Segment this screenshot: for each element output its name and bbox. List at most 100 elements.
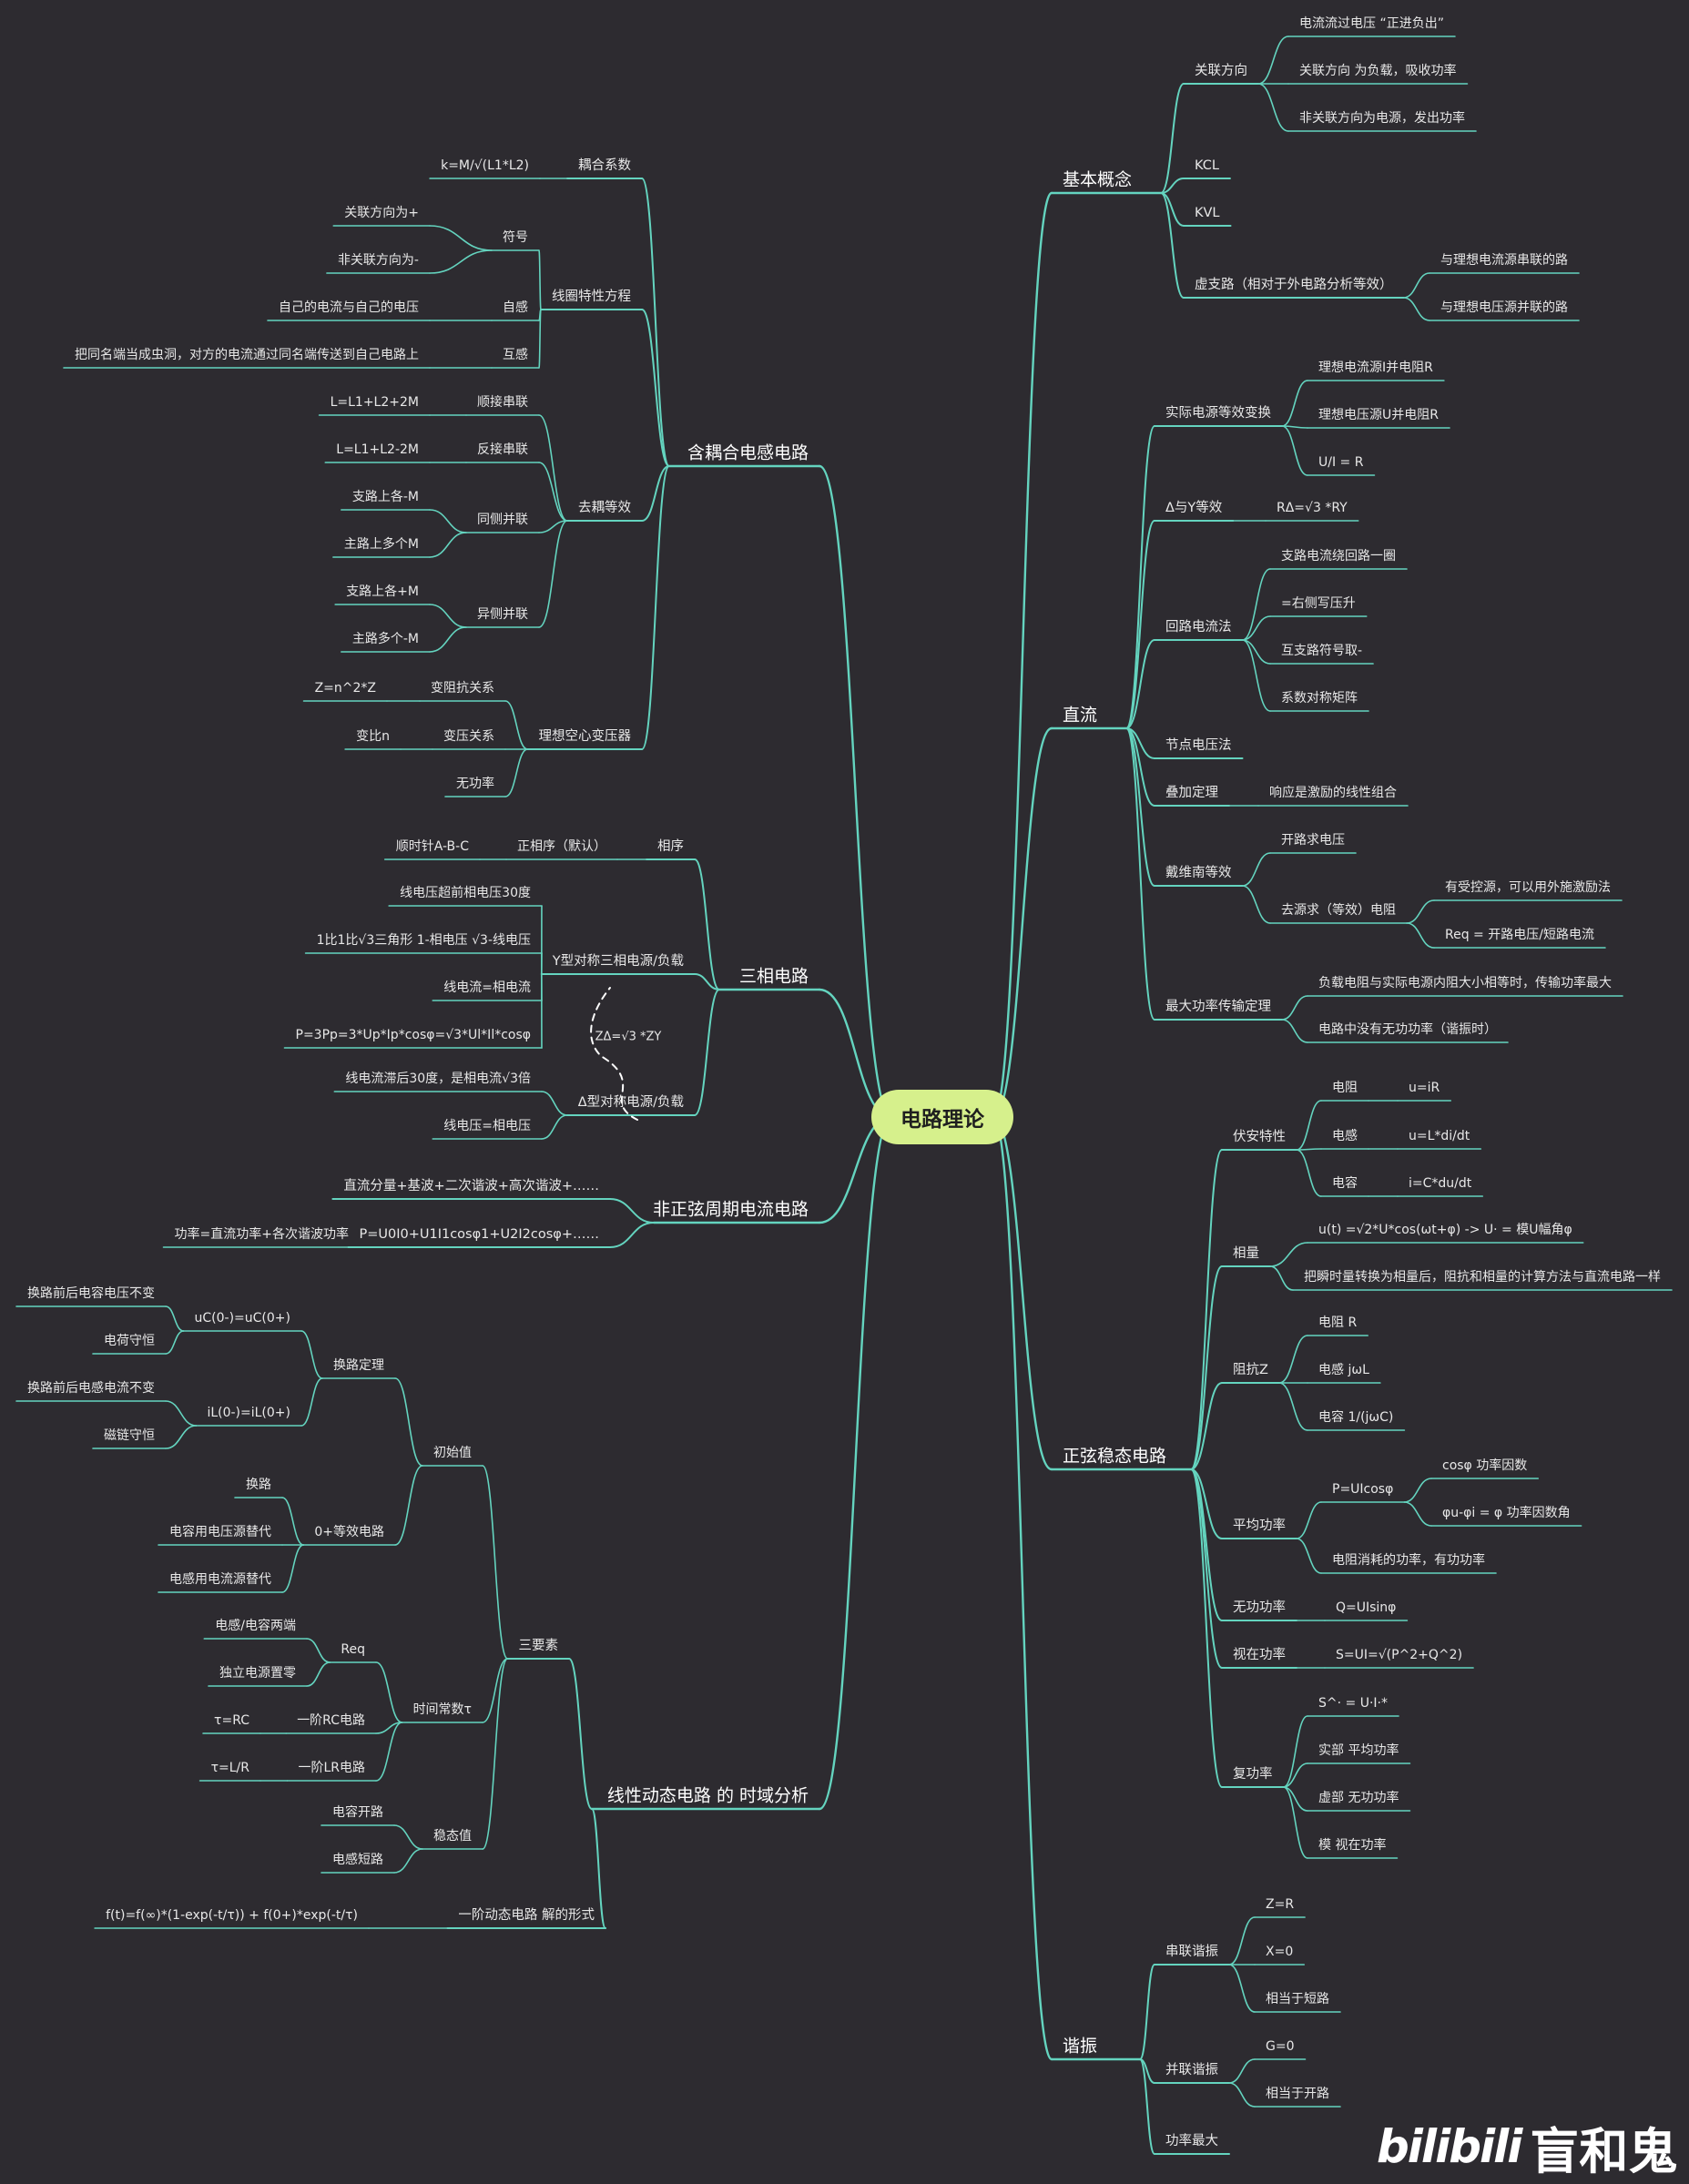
topic-cjk[interactable]: 关联方向 为负载，吸收功率 (1299, 64, 1457, 78)
topic-p-u0i0-u1i1cos-1-u2i2cos[interactable]: P=U0I0+U1I1cosφ1+U2I2cosφ+…… (359, 1226, 599, 1242)
topic-cjk[interactable]: 电路中没有无功功率（谐振时） (1318, 1022, 1497, 1037)
topic-p-3pp-3-up-ip-cos-3-ul-i[interactable]: P=3Pp=3*Up*Ip*cosφ=√3*Ul*Il*cosφ (295, 1028, 532, 1042)
topic-cjk[interactable]: 变阻抗关系 (431, 681, 494, 696)
topic-cjk[interactable]: 电容用电压源替代 (169, 1525, 271, 1539)
topic-cjk[interactable]: 相当于开路 (1266, 2087, 1329, 2101)
topic-cjk[interactable]: 自感 (503, 300, 528, 315)
topic-cjk[interactable]: 功率=直流功率+各次谐波功率 (174, 1227, 349, 1242)
topic-u-r[interactable]: 理想电压源U并电阻R (1318, 408, 1439, 422)
topic-cjk[interactable]: 自己的电流与自己的电压 (279, 300, 419, 315)
topic-cjk[interactable]: 顺接串联 (477, 395, 528, 410)
topic-s-u-i[interactable]: S^· = U·I·* (1318, 1696, 1388, 1711)
topic-1-1-3-1-3[interactable]: 1比1比√3三角形 1-相电压 √3-线电压 (316, 933, 531, 948)
topic-cjk[interactable]: 虚支路（相对于外电路分析等效） (1195, 277, 1393, 292)
topic-u-i[interactable]: φu-φi = φ 功率因数角 (1442, 1506, 1571, 1520)
branch-topic-cjk[interactable]: 线性动态电路 的 时域分析 (606, 1785, 809, 1806)
topic-cjk[interactable]: 耦合系数 (578, 157, 631, 173)
topic-cjk[interactable]: 电感短路 (332, 1853, 383, 1867)
topic-z-r[interactable]: Z=R (1266, 1897, 1295, 1912)
topic-cjk[interactable]: 换路前后电感电流不变 (27, 1381, 155, 1396)
topic-req[interactable]: Req = 开路电压/短路电流 (1445, 928, 1594, 942)
topic-j-l[interactable]: 电感 jωL (1318, 1363, 1369, 1377)
topic-cjk[interactable]: 稳态值 (433, 1829, 472, 1844)
topic-cjk[interactable]: 戴维南等效 (1165, 865, 1232, 880)
topic-il-0-il-0[interactable]: iL(0-)=iL(0+) (207, 1406, 290, 1420)
topic-k-m-l1-l2[interactable]: k=M/√(L1*L2) (441, 158, 529, 173)
topic-cjk[interactable]: 视在功率 (1233, 1647, 1286, 1662)
topic-y[interactable]: Δ与Y等效 (1165, 500, 1223, 515)
topic-cjk[interactable]: 支路电流绕回路一圈 (1281, 549, 1396, 564)
topic-cjk[interactable]: 一阶动态电路 解的形式 (458, 1907, 595, 1923)
topic-cjk[interactable]: 与理想电压源并联的路 (1440, 300, 1568, 315)
topic-y[interactable]: Y型对称三相电源/负载 (552, 953, 684, 969)
topic-cjk[interactable]: 关联方向为+ (344, 206, 419, 220)
topic-cjk[interactable]: 非关联方向为- (337, 253, 419, 268)
topic-i-c-du-dt[interactable]: i=C*du/dt (1409, 1176, 1472, 1191)
topic-cjk[interactable]: Δ型对称电源/负载 (577, 1094, 684, 1110)
topic-cjk[interactable]: 电荷守恒 (104, 1334, 155, 1348)
topic-cjk[interactable]: 换路前后电容电压不变 (27, 1286, 155, 1301)
topic-m[interactable]: 支路上各-M (351, 490, 419, 504)
root-topic[interactable]: 电路理论 (871, 1090, 1013, 1144)
topic-x-0[interactable]: X=0 (1266, 1945, 1294, 1959)
topic-cjk[interactable]: 时间常数τ (412, 1702, 472, 1717)
topic-cjk[interactable]: 无功功率 (1233, 1600, 1286, 1615)
topic-cjk[interactable]: 开路求电压 (1281, 833, 1345, 848)
topic-cjk[interactable]: 电阻 (1332, 1081, 1358, 1095)
topic-l-r[interactable]: τ=L/R (210, 1761, 249, 1775)
topic-cjk[interactable]: 模 视在功率 (1318, 1838, 1387, 1853)
topic-cjk[interactable]: 有受控源，可以用外施激励法 (1445, 880, 1611, 895)
topic-30[interactable]: 线电压超前相电压30度 (400, 886, 531, 900)
topic-cjk[interactable]: 平均功率 (1233, 1518, 1286, 1533)
topic-cjk[interactable]: 线电压=相电压 (443, 1119, 531, 1133)
topic-p-uicos[interactable]: P=UIcosφ (1332, 1482, 1394, 1497)
topic-cjk[interactable]: =右侧写压升 (1281, 596, 1356, 611)
topic-rc[interactable]: τ=RC (214, 1713, 249, 1728)
topic-l-l1-l2-2m[interactable]: L=L1+L2-2M (336, 442, 419, 457)
topic-f-t-f-1-exp-t-f-0-exp-t[interactable]: f(t)=f(∞)*(1-exp(-t/τ)) + f(0+)*exp(-t/τ… (106, 1908, 358, 1923)
branch-topic-cjk[interactable]: 直流 (1063, 705, 1098, 726)
topic-cjk[interactable]: 符号 (503, 230, 528, 245)
topic-cjk[interactable]: 同侧并联 (477, 513, 528, 527)
topic-cjk[interactable]: 响应是激励的线性组合 (1269, 786, 1397, 800)
topic-q-uisin[interactable]: Q=UIsinφ (1336, 1600, 1397, 1615)
topic-i-r[interactable]: 理想电流源I并电阻R (1318, 361, 1433, 375)
topic-z[interactable]: 阻抗Z (1233, 1362, 1268, 1377)
topic-30-3[interactable]: 线电流滞后30度，是相电流√3倍 (345, 1072, 531, 1086)
topic-cjk[interactable]: 相量 (1233, 1245, 1259, 1261)
topic-n[interactable]: 变比n (356, 729, 390, 744)
topic-cjk[interactable]: 相当于短路 (1266, 1992, 1329, 2006)
topic-cjk[interactable]: 理想空心变压器 (538, 728, 632, 744)
topic-cjk[interactable]: 并联谐振 (1165, 2062, 1218, 2077)
topic-cjk[interactable]: 电容 (1332, 1176, 1358, 1191)
topic-cjk[interactable]: 电感/电容两端 (215, 1619, 296, 1633)
topic-cjk[interactable]: 叠加定理 (1165, 785, 1218, 800)
topic-1-j-c[interactable]: 电容 1/(jωC) (1318, 1410, 1394, 1425)
branch-topic-cjk[interactable]: 谐振 (1063, 2036, 1098, 2057)
topic-r[interactable]: 电阻 R (1318, 1315, 1358, 1330)
topic-g-0[interactable]: G=0 (1266, 2039, 1295, 2054)
topic-cjk[interactable]: 电感用电流源替代 (169, 1572, 271, 1587)
branch-topic-cjk[interactable]: 含耦合电感电路 (687, 442, 809, 463)
topic-cjk[interactable]: 电流流过电压 “正进负出” (1299, 16, 1444, 31)
branch-topic-cjk[interactable]: 非正弦周期电流电路 (652, 1199, 809, 1220)
topic-cjk[interactable]: 实际电源等效变换 (1165, 405, 1271, 421)
topic-rc[interactable]: 一阶RC电路 (297, 1713, 365, 1728)
topic-lr[interactable]: 一阶LR电路 (298, 1761, 365, 1775)
topic-r-3-ry[interactable]: RΔ=√3 *RY (1277, 501, 1348, 515)
topic-cjk[interactable]: 节点电压法 (1165, 737, 1232, 753)
topic-cjk[interactable]: 初始值 (433, 1446, 472, 1460)
topic-m[interactable]: 支路上各+M (346, 584, 419, 599)
topic-cjk[interactable]: 虚部 无功功率 (1318, 1791, 1399, 1805)
topic-cjk[interactable]: 回路电流法 (1165, 619, 1232, 635)
topic-u-l-di-dt[interactable]: u=L*di/dt (1409, 1129, 1470, 1143)
topic-kvl[interactable]: KVL (1195, 205, 1220, 220)
topic-0[interactable]: 0+等效电路 (314, 1525, 384, 1539)
topic-cjk[interactable]: 独立电源置零 (219, 1666, 296, 1681)
topic-cjk[interactable]: 去源求（等效）电阻 (1281, 903, 1396, 918)
topic-cjk[interactable]: 变压关系 (443, 729, 494, 744)
topic-cjk[interactable]: 相序 (657, 838, 684, 854)
topic-cjk[interactable]: 互支路符号取- (1281, 644, 1363, 658)
topic-cos[interactable]: cosφ 功率因数 (1442, 1458, 1528, 1473)
topic-req[interactable]: Req (341, 1642, 365, 1657)
